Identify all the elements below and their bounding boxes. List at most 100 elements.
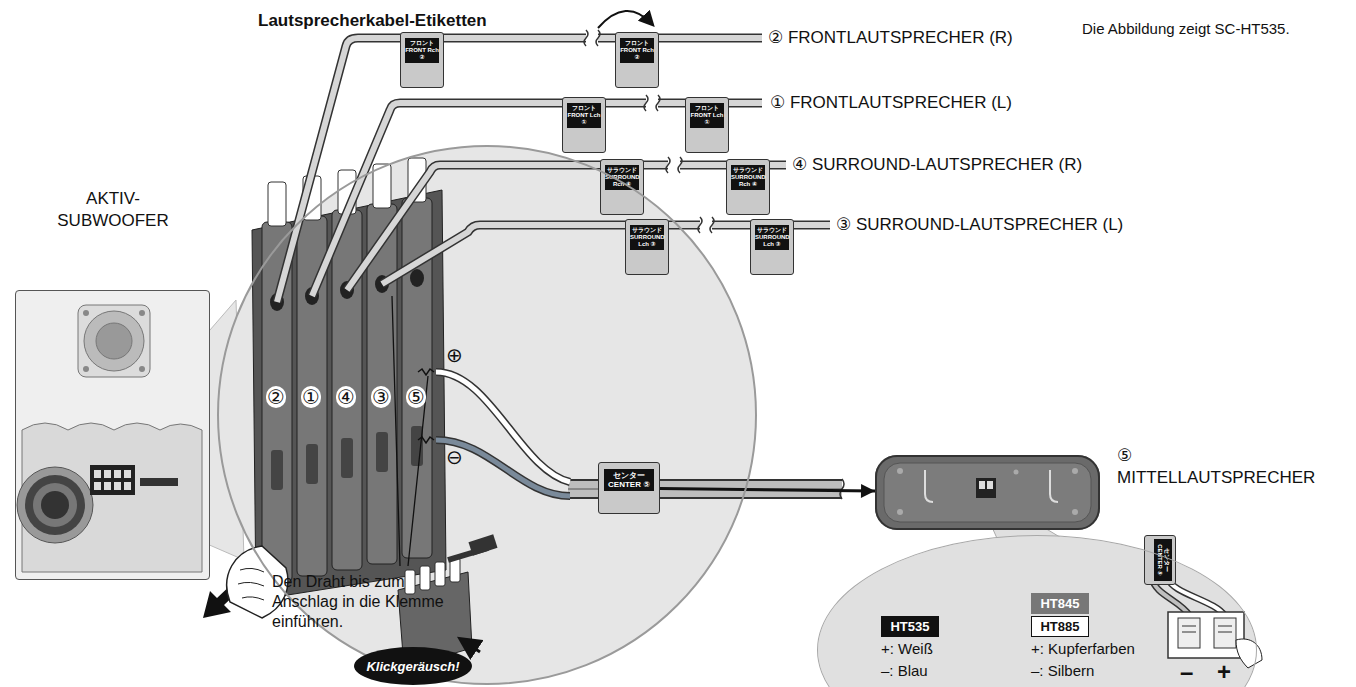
terminal-slot bbox=[94, 470, 101, 478]
terminal-slot bbox=[979, 481, 985, 489]
center-speaker: ⑤ MITTELLAUTSPRECHER bbox=[875, 455, 1100, 530]
cable-break bbox=[840, 479, 844, 499]
cable-label: フロント FRONT Rch ② bbox=[400, 32, 444, 88]
model-badge-text: HT535 bbox=[890, 619, 929, 634]
leader-line bbox=[392, 296, 428, 566]
model-badge-text: HT845 bbox=[1040, 596, 1079, 611]
cable-label: フロント FRONT Lch ① bbox=[562, 97, 606, 153]
terminal-slot bbox=[987, 481, 993, 489]
terminal-slot bbox=[271, 450, 283, 490]
mount-hook bbox=[925, 470, 1058, 502]
inset-cap bbox=[435, 562, 445, 586]
screw bbox=[1072, 468, 1078, 474]
speaker-name: ④ SURROUND-LAUTSPRECHER (R) bbox=[792, 154, 1082, 176]
wrap-arrow bbox=[598, 11, 652, 28]
terminal-slot bbox=[104, 470, 111, 478]
terminal-slot bbox=[341, 438, 353, 478]
terminal-block bbox=[252, 190, 446, 600]
screw bbox=[897, 509, 903, 515]
inset-cap bbox=[405, 570, 415, 594]
subwoofer: AKTIV- SUBWOOFER bbox=[15, 290, 210, 580]
model-badge: HT885 bbox=[1031, 616, 1089, 637]
terminal-slot bbox=[114, 470, 121, 478]
callout-number: ① bbox=[301, 386, 321, 408]
detail-bubble-text: –: Blau bbox=[881, 662, 928, 680]
screw bbox=[83, 310, 89, 316]
arrow-head bbox=[861, 484, 875, 498]
cable-label: サラウンド SURROUND Lch ③ bbox=[625, 219, 669, 275]
cable-label-text: フロント FRONT Lch ① bbox=[567, 103, 601, 128]
fan-hub bbox=[41, 491, 69, 519]
cable-core bbox=[277, 38, 762, 302]
cable-label: フロント FRONT Lch ① bbox=[685, 97, 729, 153]
driver-cap bbox=[96, 323, 132, 359]
note-text: Die Abbildung zeigt SC-HT535. bbox=[1082, 18, 1290, 40]
callout-number: ② bbox=[266, 386, 286, 408]
terminal-slot bbox=[376, 432, 388, 472]
wire-outline bbox=[436, 440, 570, 496]
detail-bubble-fill bbox=[818, 536, 1256, 687]
speaker-terminal bbox=[976, 478, 996, 498]
terminal bbox=[332, 210, 362, 570]
wire-negative bbox=[436, 440, 570, 496]
detail-bubble-text: –: Silbern bbox=[1031, 662, 1094, 680]
fan-ring bbox=[33, 483, 77, 527]
screw bbox=[139, 310, 145, 316]
spring-terminal bbox=[1168, 612, 1244, 658]
speaker-body bbox=[875, 455, 1100, 530]
zoom-circle: Den Draht bis zum Anschlag in die Klemme… bbox=[217, 145, 757, 685]
model-badge: HT845 bbox=[1031, 593, 1089, 614]
detail-bubble-text: +: Kupferfarben bbox=[1031, 640, 1135, 658]
cable-label-text: フロント FRONT Lch ① bbox=[690, 103, 724, 128]
callout-number: ③ bbox=[371, 386, 391, 408]
cable-label-text: センター CENTER ⑤ bbox=[604, 469, 654, 491]
screw bbox=[1072, 509, 1078, 515]
cable-label-text: フロント FRONT Rch ② bbox=[620, 38, 654, 63]
speaker-name: ③ SURROUND-LAUTSPRECHER (L) bbox=[836, 214, 1123, 236]
speaker-terminal bbox=[90, 465, 135, 495]
callout-number: ④ bbox=[336, 386, 356, 408]
polarity-sign: ⊕ bbox=[446, 344, 463, 366]
terminal-slot bbox=[306, 444, 318, 484]
driver-cone bbox=[84, 311, 144, 371]
connector-arrow bbox=[660, 484, 875, 498]
cable-label-text: センター CENTER ⑤ bbox=[1154, 539, 1172, 581]
screw bbox=[1014, 470, 1019, 475]
terminal-lever bbox=[1214, 618, 1236, 648]
center-speaker-text: ⑤ MITTELLAUTSPRECHER bbox=[1117, 445, 1332, 489]
model-badge-text: HT885 bbox=[1040, 619, 1079, 634]
callout-number: ⑤ bbox=[406, 386, 426, 408]
terminal-slot bbox=[114, 482, 121, 490]
model-badge: HT535 bbox=[881, 616, 939, 637]
cable-label-text: フロント FRONT Rch ② bbox=[405, 38, 439, 63]
polarity-sign: + bbox=[1217, 659, 1231, 685]
rear-panel bbox=[22, 423, 202, 572]
terminal-cap bbox=[373, 164, 391, 208]
terminal-hole bbox=[410, 269, 424, 287]
click-bubble: Klickgeräusch! bbox=[354, 647, 472, 685]
wire-outline bbox=[1168, 578, 1225, 616]
cable-label-text: サラウンド SURROUND Lch ③ bbox=[755, 225, 789, 250]
speaker-cables bbox=[277, 30, 830, 302]
screw bbox=[139, 366, 145, 372]
callout-title: Lautsprecherkabel-Etiketten bbox=[258, 10, 487, 32]
detail-bubble-text: +: Weiß bbox=[881, 640, 933, 658]
fan-ring bbox=[17, 467, 93, 543]
push-arrow bbox=[462, 640, 480, 652]
hand-fingers bbox=[238, 568, 264, 600]
polarity-sign: ⊖ bbox=[446, 446, 463, 468]
cable-label: フロント FRONT Rch ② bbox=[615, 32, 659, 88]
cable-label: サラウンド SURROUND Lch ③ bbox=[750, 219, 794, 275]
speaker-name: ① FRONTLAUTSPRECHER (L) bbox=[770, 92, 1012, 114]
cable-outline bbox=[277, 38, 762, 302]
click-bubble-text: Klickgeräusch! bbox=[366, 659, 459, 674]
cable-label: センター CENTER ⑤ bbox=[1144, 535, 1176, 585]
inset-tag bbox=[468, 534, 497, 555]
terminal-slot bbox=[124, 470, 131, 478]
screw bbox=[83, 366, 89, 372]
subwoofer-body bbox=[15, 290, 210, 580]
terminal-slot bbox=[104, 482, 111, 490]
terminal-slot bbox=[124, 482, 131, 490]
cable-label-text: サラウンド SURROUND Lch ③ bbox=[630, 225, 664, 250]
